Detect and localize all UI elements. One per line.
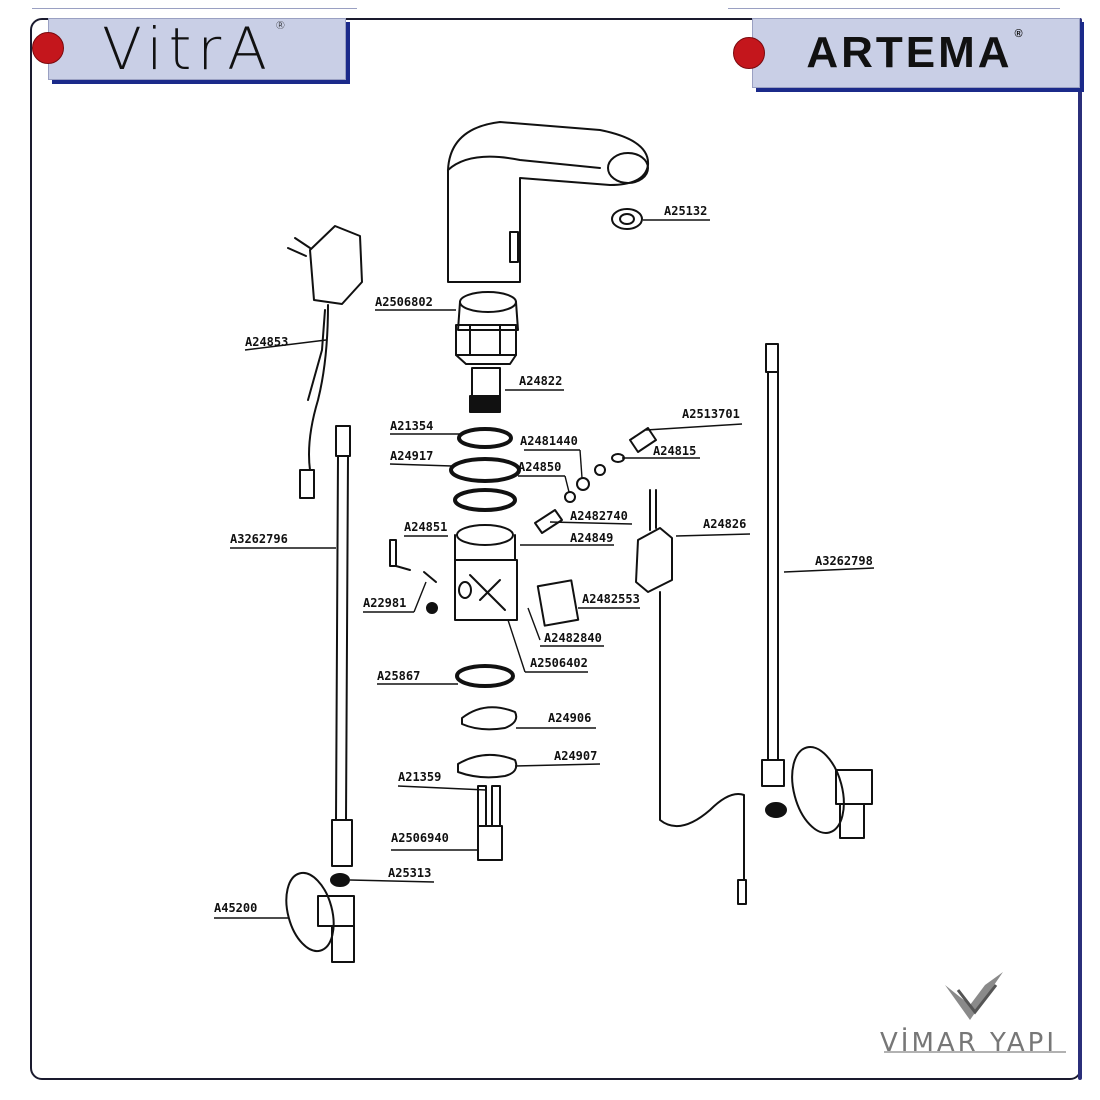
spindle-drawings: [477, 785, 503, 861]
label-a25867: A25867: [377, 669, 420, 683]
label-a24851: A24851: [404, 520, 447, 534]
filter-cartridge-drawing: [469, 367, 501, 413]
label-a3262798: A3262798: [815, 554, 873, 568]
right-angle-valve-drawing: [765, 746, 873, 839]
control-box-drawing: [635, 489, 747, 905]
label-a24853: A24853: [245, 335, 288, 349]
label-a24849: A24849: [570, 531, 613, 545]
label-a24906: A24906: [548, 711, 591, 725]
label-a24907: A24907: [554, 749, 597, 763]
mounting-nut-drawing: [455, 291, 519, 365]
left-hose-drawing: [331, 425, 353, 867]
faucet-body-drawing: [447, 121, 650, 283]
leader-lines: [214, 219, 875, 919]
right-hose-drawing: [761, 343, 785, 787]
artema-logo-box: ARTEMA®: [752, 18, 1080, 88]
label-a24850: A24850: [518, 460, 561, 474]
label-a2513701: A2513701: [682, 407, 740, 421]
label-a25132: A25132: [664, 204, 707, 218]
red-bullet-right: [733, 37, 765, 69]
vitra-logo-box: VitrA®: [48, 18, 346, 80]
label-a2481440: A2481440: [520, 434, 578, 448]
artema-logo-text: ARTEMA®: [806, 28, 1026, 77]
part-labels: A25132 A2506802 A24853 A24822 A2513701 A…: [214, 204, 873, 915]
label-a24815: A24815: [653, 444, 696, 458]
label-a24826: A24826: [703, 517, 746, 531]
label-a21354: A21354: [390, 419, 433, 433]
vimar-logo-icon: [884, 972, 1066, 1053]
left-angle-valve-drawing: [285, 871, 355, 963]
header-rule-right: [728, 8, 1060, 9]
header-rule-left: [32, 8, 357, 9]
label-a21359: A21359: [398, 770, 441, 784]
label-a24917: A24917: [390, 449, 433, 463]
label-a2482553: A2482553: [582, 592, 640, 606]
valve-body-drawing: [454, 524, 518, 621]
label-a45200: A45200: [214, 901, 257, 915]
label-a3262796: A3262796: [230, 532, 288, 546]
label-a22981: A22981: [363, 596, 406, 610]
label-a2506402: A2506402: [530, 656, 588, 670]
label-a2482840: A2482840: [544, 631, 602, 645]
power-adapter-drawing: [287, 225, 363, 499]
vimar-watermark-text: VİMAR YAPI: [880, 1028, 1057, 1058]
label-a25313: A25313: [388, 866, 431, 880]
label-a2506802: A2506802: [375, 295, 433, 309]
label-a2482740: A2482740: [570, 509, 628, 523]
label-a2506940: A2506940: [391, 831, 449, 845]
clip-ring-drawings: [455, 664, 518, 779]
o-ring-drawings: [449, 427, 521, 512]
label-a24822: A24822: [519, 374, 562, 388]
red-bullet-left: [32, 32, 64, 64]
valve-fittings-drawing: [389, 427, 657, 627]
sensor-lens-drawing: [611, 208, 643, 230]
vitra-logo-text: VitrA®: [102, 15, 292, 83]
frame-right-edge: [1078, 18, 1082, 1080]
